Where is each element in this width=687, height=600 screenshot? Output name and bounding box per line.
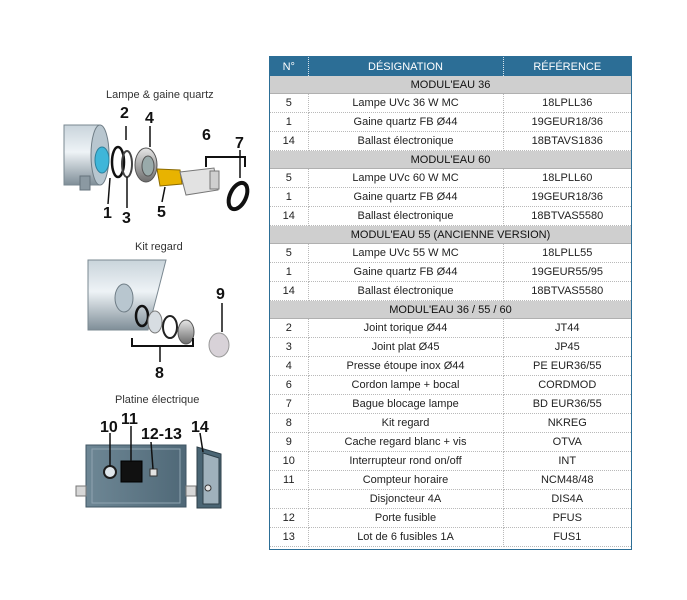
panel-figure-caption: Platine électrique	[115, 394, 200, 406]
callout-14: 14	[191, 419, 209, 436]
header-number: N°	[270, 57, 309, 76]
section-header-moduleau-60: MODUL'EAU 60	[270, 150, 631, 169]
callout-2: 2	[120, 105, 129, 122]
header-designation: DÉSIGNATION	[308, 57, 504, 76]
callout-6: 6	[202, 127, 211, 144]
callout-1: 1	[103, 205, 112, 222]
callout-12-13: 12-13	[141, 426, 182, 443]
callout-9: 9	[216, 286, 225, 303]
section-header-moduleau-55: MODUL'EAU 55 (ANCIENNE VERSION)	[270, 225, 631, 244]
kit-figure-caption: Kit regard	[135, 241, 183, 253]
exploded-parts-illustration	[63, 124, 250, 509]
callout-7: 7	[235, 135, 244, 152]
panel-drawing	[75, 426, 222, 509]
header-reference: RÉFÉRENCE	[503, 57, 631, 76]
callout-3: 3	[122, 210, 131, 227]
callout-10: 10	[100, 419, 118, 436]
section-header-moduleau-common: MODUL'EAU 36 / 55 / 60	[270, 300, 631, 319]
table-header-row: N° DÉSIGNATION RÉFÉRENCE	[270, 57, 631, 76]
callout-5: 5	[157, 204, 166, 221]
kit-assembly-drawing	[87, 259, 230, 362]
section-header-moduleau-36: MODUL'EAU 36	[270, 76, 631, 94]
lamp-figure-caption: Lampe & gaine quartz	[106, 89, 214, 101]
callout-11: 11	[121, 411, 138, 428]
callout-8: 8	[155, 365, 164, 382]
callout-4: 4	[145, 110, 154, 127]
lamp-assembly-drawing	[63, 124, 250, 212]
